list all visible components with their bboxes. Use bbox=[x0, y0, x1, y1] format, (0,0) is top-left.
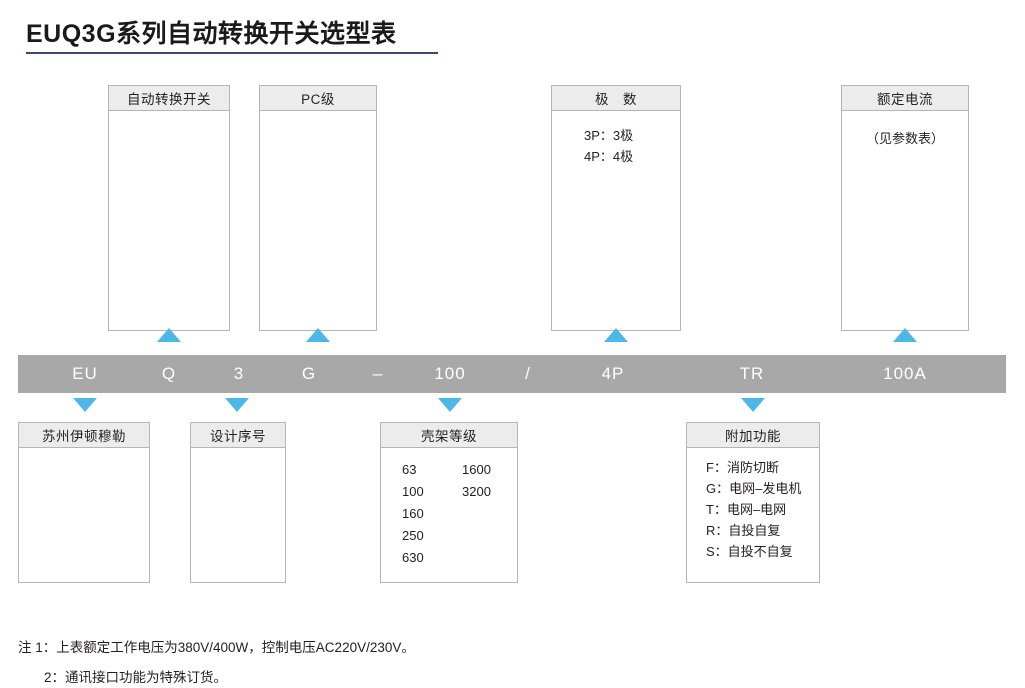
bottom-box-body-manufacturer bbox=[18, 448, 150, 583]
arrow-down-frame-rating bbox=[438, 398, 462, 412]
poles-line-4p: 4P：4极 bbox=[584, 149, 634, 164]
code-segment-slash: / bbox=[525, 364, 531, 383]
bottom-box-header-extra-function: 附加功能 bbox=[686, 422, 820, 448]
extra-function-t: T：电网–电网 bbox=[706, 502, 787, 517]
title-underline bbox=[26, 52, 438, 54]
frame-rating-left-0: 63 bbox=[402, 462, 417, 477]
arrow-down-design-serial bbox=[225, 398, 249, 412]
note-line-2: 2：通讯接口功能为特殊订货。 bbox=[44, 670, 228, 685]
code-segment-tr: TR bbox=[739, 364, 765, 383]
frame-rating-list: 63 100 160 250 630 1600 3200 bbox=[402, 459, 491, 569]
top-box-header-rated-current: 额定电流 bbox=[841, 85, 969, 111]
top-box-header-pc-class: PC级 bbox=[259, 85, 377, 111]
extra-function-s: S：自投不自复 bbox=[706, 544, 793, 559]
bottom-box-body-frame-rating bbox=[380, 448, 518, 583]
arrow-up-poles bbox=[604, 328, 628, 342]
rated-current-note: （见参数表） bbox=[865, 131, 944, 146]
top-box-header-auto-transfer-switch: 自动转换开关 bbox=[108, 85, 230, 111]
code-segment-g: G bbox=[301, 364, 317, 383]
frame-rating-right-0: 1600 bbox=[462, 462, 491, 477]
model-code-bar bbox=[18, 355, 1006, 393]
extra-function-f: F：消防切断 bbox=[706, 460, 779, 475]
code-segment-eu: EU bbox=[72, 364, 98, 383]
code-segment-q: Q bbox=[161, 364, 177, 383]
bottom-box-header-design-serial: 设计序号 bbox=[190, 422, 286, 448]
extra-function-r: R：自投自复 bbox=[706, 523, 781, 538]
arrow-up-auto-transfer-switch bbox=[157, 328, 181, 342]
arrow-up-rated-current bbox=[893, 328, 917, 342]
arrow-down-manufacturer bbox=[73, 398, 97, 412]
top-box-body-pc-class bbox=[259, 111, 377, 331]
code-segment-dash: – bbox=[372, 364, 384, 383]
frame-rating-left-4: 630 bbox=[402, 550, 424, 565]
arrow-down-extra-function bbox=[741, 398, 765, 412]
bottom-box-body-design-serial bbox=[190, 448, 286, 583]
code-segment-100: 100 bbox=[434, 364, 466, 383]
poles-line-3p: 3P：3极 bbox=[584, 128, 634, 143]
code-segment-4p: 4P bbox=[601, 364, 625, 383]
code-segment-3: 3 bbox=[233, 364, 245, 383]
bottom-box-header-frame-rating: 壳架等级 bbox=[380, 422, 518, 448]
bottom-box-header-manufacturer: 苏州伊顿穆勒 bbox=[18, 422, 150, 448]
code-segment-100a: 100A bbox=[883, 364, 927, 383]
top-box-header-poles: 极 数 bbox=[551, 85, 681, 111]
bottom-box-body-extra-function bbox=[686, 448, 820, 583]
note-line-1: 注 1：上表额定工作电压为380V/400W，控制电压AC220V/230V。 bbox=[18, 640, 415, 655]
top-box-body-rated-current bbox=[841, 111, 969, 331]
frame-rating-left-3: 250 bbox=[402, 528, 424, 543]
arrow-up-pc-class bbox=[306, 328, 330, 342]
top-box-body-poles bbox=[551, 111, 681, 331]
frame-rating-left-2: 160 bbox=[402, 506, 424, 521]
frame-rating-right-1: 3200 bbox=[462, 484, 491, 499]
top-box-body-auto-transfer-switch bbox=[108, 111, 230, 331]
extra-function-g: G：电网–发电机 bbox=[706, 481, 802, 496]
frame-rating-left-1: 100 bbox=[402, 484, 424, 499]
page-title: EUQ3G系列自动转换开关选型表 bbox=[26, 20, 397, 48]
